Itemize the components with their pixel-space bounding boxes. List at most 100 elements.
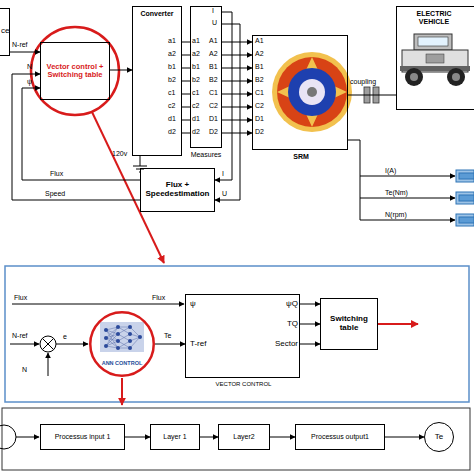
node-text: ELECTRIC VEHICLE (411, 10, 457, 25)
circle-outline (425, 423, 454, 452)
port-label: A2 (255, 50, 264, 58)
neural-network-icon (128, 332, 132, 336)
connector (270, 437, 295, 438)
port-label: B1 (255, 63, 264, 71)
neural-network-icon (100, 322, 144, 352)
port-label: d1 (192, 115, 200, 123)
motor-block: SRM (252, 35, 348, 150)
connector (200, 437, 218, 438)
scope-label: N(rpm) (385, 211, 407, 219)
node-text: T-ref (190, 340, 230, 349)
port-label: d1 (168, 115, 176, 123)
edge-label: Te (164, 332, 171, 340)
port-label: B2 (255, 76, 264, 84)
connector (182, 133, 190, 134)
port-label: c2 (168, 102, 175, 110)
neural-network-icon (104, 325, 142, 350)
ann-structure-panel (2, 408, 470, 470)
scope-wires (348, 140, 455, 220)
connector (182, 81, 190, 82)
zoom-pointer (92, 112, 164, 263)
scope-symbol (459, 195, 474, 201)
node-text: Processus input 1 (55, 433, 111, 441)
sum-junction (40, 336, 56, 352)
connector (12, 74, 140, 200)
vehicle-illustration (426, 54, 444, 63)
neural-network-icon (128, 339, 132, 343)
signal-label: e (63, 333, 67, 341)
connector (222, 81, 252, 82)
input-circle (0, 425, 39, 449)
control-block: Vector control + Switching table (40, 42, 110, 100)
vector-control-panel (5, 266, 469, 402)
signal-label: N (22, 366, 27, 374)
sum-junction (43, 339, 54, 350)
neural-network-icon (128, 346, 132, 350)
port-label: c2 (192, 102, 199, 110)
port-label: a2 (192, 50, 200, 58)
node-text: Layer2 (233, 433, 254, 441)
neural-network-icon (104, 336, 108, 340)
connector (222, 133, 252, 134)
node-text: Sector (252, 340, 298, 349)
port-label: b2 (168, 76, 176, 84)
port-label: D2 (209, 128, 218, 136)
port-label: D1 (209, 115, 218, 123)
vehicle-block: ELECTRIC VEHICLE (396, 6, 474, 110)
port-label: c1 (168, 89, 175, 97)
neural-network-icon (116, 332, 120, 336)
port-label: D1 (255, 115, 264, 123)
output-pointer (378, 323, 418, 325)
node-text: Processus output1 (311, 433, 369, 441)
neural-network-icon (116, 339, 120, 343)
vehicle-illustration (400, 34, 470, 86)
motor-illustration (277, 57, 347, 127)
highlight-circle (31, 27, 119, 115)
neural-network-icon (116, 346, 120, 350)
circle-outline (89, 311, 155, 377)
scope-symbol (456, 170, 474, 182)
vehicle-illustration (447, 68, 465, 86)
edge-label: Speed (45, 190, 65, 198)
edge-label: N-ref (12, 41, 28, 49)
zoom-pointer (92, 112, 164, 263)
connector (222, 120, 252, 121)
port-label: C1 (209, 89, 218, 97)
port-label: b1 (192, 63, 200, 71)
signal-label: ψ (27, 78, 32, 86)
connector (348, 95, 396, 96)
neural-network-icon (128, 325, 132, 329)
scope-symbol (456, 192, 474, 204)
output-pointer (378, 324, 418, 325)
port-label: c1 (192, 89, 199, 97)
signal-wire (48, 353, 49, 376)
connector (125, 437, 150, 438)
connector (182, 94, 190, 95)
node-text: ce (1, 27, 15, 36)
process-box: Processus input 1 (40, 424, 125, 450)
port-label: D2 (255, 128, 264, 136)
edge-label: Flux (50, 170, 63, 178)
zoom-pointer (121, 378, 123, 405)
ground-symbol (133, 166, 147, 167)
motor-illustration (277, 57, 347, 127)
sum-junction (40, 336, 56, 352)
port-label: d2 (168, 128, 176, 136)
port-label: a1 (192, 37, 200, 45)
port-label: A1 (255, 37, 264, 45)
highlight-circle (31, 27, 119, 115)
node-text: Measures (183, 151, 229, 159)
port-label: C2 (255, 102, 264, 110)
connector (22, 88, 140, 180)
port-label: B1 (209, 63, 218, 71)
connector (300, 324, 320, 325)
scope-symbol (459, 173, 474, 179)
port-label: A2 (209, 50, 218, 58)
input-circle (16, 437, 39, 438)
connector (222, 107, 252, 108)
neural-network-icon (100, 322, 144, 352)
connector (110, 70, 132, 71)
port-label: b1 (168, 63, 176, 71)
node-text: TQ (264, 320, 298, 329)
motor-illustration (307, 87, 317, 97)
